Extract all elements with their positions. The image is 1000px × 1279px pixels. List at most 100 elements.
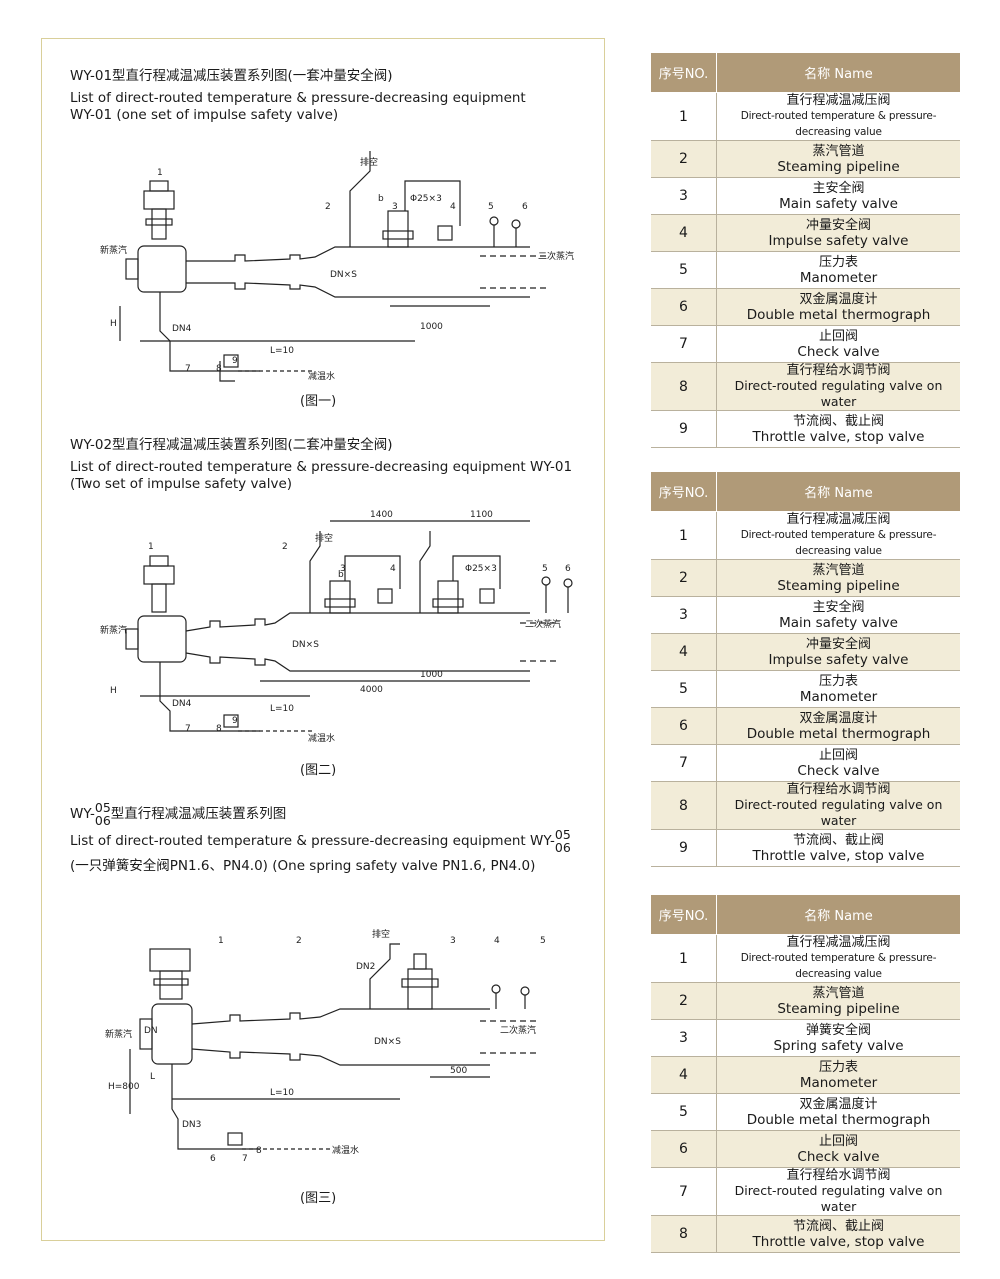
fig3-valve-body (151, 1003, 193, 1065)
row-name-en: Direct-routed regulating valve on water (734, 797, 943, 828)
row-name-zh: 直行程减温减压阀 (786, 93, 891, 108)
row-no: 8 (651, 1215, 717, 1253)
fig2-b-label: b (338, 570, 344, 580)
fig3-outlet-label: 二次蒸汽 (500, 1024, 536, 1036)
row-name-zh: 节流阀、截止阀 (792, 1218, 884, 1234)
figure-1-diagram: 新蒸汽 二次蒸汽 排空 减温水 DN×S DN4 Φ25×3 H b L=10 … (60, 131, 580, 391)
fig2-outlet-label: 二次蒸汽 (525, 618, 561, 630)
fig1-num-2: 2 (325, 202, 331, 212)
row-no: 7 (651, 325, 717, 363)
fig2-h-label: H (110, 686, 117, 696)
fig3-dns-label: DN×S (374, 1037, 401, 1047)
fig3-num-3: 3 (450, 936, 456, 946)
fig3-l-short-label: L (150, 1072, 155, 1082)
fig1-pipe-bottom (186, 282, 530, 298)
fig1-outlet-label: 二次蒸汽 (538, 250, 574, 262)
row-name-zh: 蒸汽管道 (812, 562, 865, 578)
fig1-inlet-label: 新蒸汽 (100, 244, 127, 256)
section-1-subtitle-line1: List of direct-routed temperature & pres… (70, 90, 526, 106)
fig2-num-7: 7 (185, 724, 191, 734)
row-name-en: Impulse safety valve (768, 651, 909, 668)
fig3-inlet-label: 新蒸汽 (105, 1028, 132, 1040)
fig3-spring-safety-valve (407, 968, 433, 1010)
fig3-dn-label: DN (144, 1026, 158, 1036)
row-name-en: Direct-routed temperature & pressure-dec… (740, 110, 937, 138)
row-no: 1 (651, 934, 717, 983)
row-no: 6 (651, 707, 717, 745)
fig1-water-label: 减温水 (308, 370, 335, 382)
row-name-zh: 主安全阀 (812, 599, 865, 615)
fig2-dn4-label: DN4 (172, 699, 192, 709)
fig2-inlet-label: 新蒸汽 (100, 624, 127, 636)
table-1-header-no: 序号NO. (651, 53, 717, 93)
fig2-num-6: 6 (565, 564, 571, 574)
section-3-subtitle-num-bottom: 06 (554, 840, 571, 855)
fig1-num-3: 3 (392, 202, 398, 212)
row-name-en: Double metal thermograph (746, 306, 931, 323)
table-3-header-no: 序号NO. (651, 895, 717, 935)
section-1-subtitle: List of direct-routed temperature & pres… (70, 90, 526, 124)
row-no: 8 (651, 362, 717, 411)
figure-2-caption: (图二) (300, 763, 337, 778)
section-2-subtitle-line1: List of direct-routed temperature & pres… (70, 459, 573, 475)
diagram-panel: WY-01型直行程减温减压装置系列图(一套冲量安全阀) List of dire… (41, 38, 605, 1241)
fig3-num-7: 7 (242, 1154, 248, 1164)
row-name-en: Check valve (797, 343, 880, 360)
fig1-h-label: H (110, 319, 117, 329)
row-name-zh: 直行程减温减压阀 (786, 935, 891, 950)
fig1-dim-1000: 1000 (420, 322, 443, 332)
row-name-zh: 直行程给水调节阀 (786, 782, 891, 797)
row-no: 3 (651, 177, 717, 215)
fig1-pipe-top (186, 246, 530, 262)
row-no: 4 (651, 1056, 717, 1094)
fig1-num-4: 4 (450, 202, 456, 212)
fig2-num-9: 9 (232, 716, 238, 726)
table-1-header-name: 名称 Name (716, 53, 960, 93)
row-name-en: Throttle valve, stop valve (752, 1233, 925, 1250)
table-3-header-name: 名称 Name (716, 895, 960, 935)
row-no: 3 (651, 1019, 717, 1057)
figure-2-diagram: 新蒸汽 二次蒸汽 排空 减温水 DN×S DN4 Φ25×3 H b L=10 … (60, 501, 580, 751)
fig3-num-5: 5 (540, 936, 546, 946)
row-name-zh: 蒸汽管道 (812, 985, 865, 1001)
section-3-title-suffix: 型直行程减温减压装置系列图 (110, 806, 287, 822)
fig2-num-1: 1 (148, 542, 154, 552)
row-no: 2 (651, 140, 717, 178)
row-name-en: Throttle valve, stop valve (752, 847, 925, 864)
row-no: 5 (651, 251, 717, 289)
fig1-b-label: b (378, 194, 384, 204)
row-no: 6 (651, 1130, 717, 1168)
row-name-en: Direct-routed regulating valve on water (734, 378, 943, 409)
fig2-dim-1100: 1100 (470, 510, 493, 520)
row-name-en: Double metal thermograph (746, 725, 931, 742)
row-name-zh: 止回阀 (818, 747, 858, 763)
parts-table-1: 序号NO. 名称 Name 1 直行程减温减压阀 Direct-routed tem… (651, 53, 960, 448)
row-name-en: Throttle valve, stop valve (752, 428, 925, 445)
row-name-zh: 蒸汽管道 (812, 143, 865, 159)
row-no: 1 (651, 92, 717, 141)
figure-1-caption: (图一) (300, 394, 337, 409)
row-name-zh: 弹簧安全阀 (805, 1022, 871, 1038)
row-no: 7 (651, 744, 717, 782)
